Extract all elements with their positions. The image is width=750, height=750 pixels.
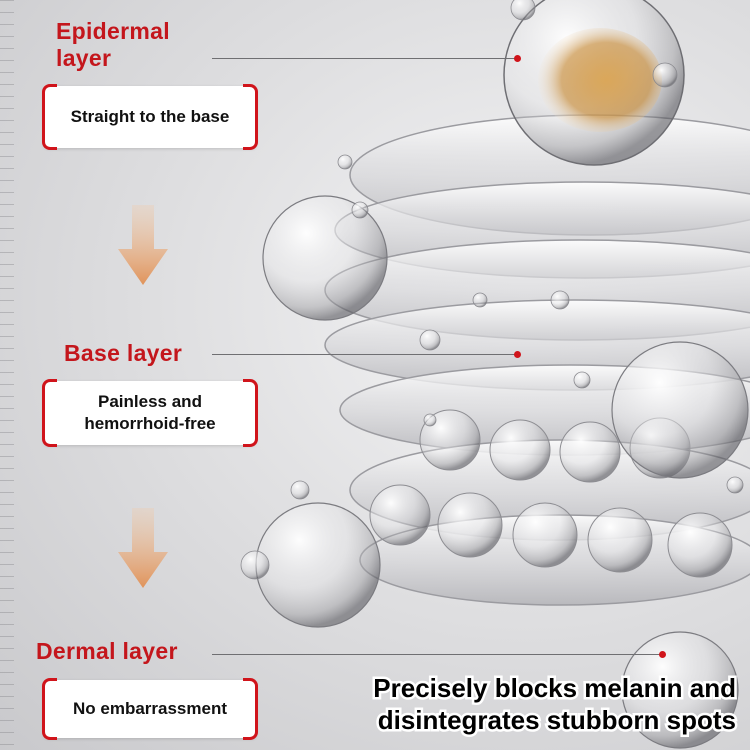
epidermal-layer-title: Epidermal layer	[56, 18, 170, 71]
epidermal-leader-line	[212, 58, 517, 59]
dermal-marker-dot	[659, 651, 666, 658]
down-arrow-icon	[118, 508, 168, 588]
dermal-layer-tag: No embarrassment	[42, 678, 258, 740]
base-layer-tag: Painless and hemorrhoid-free	[42, 379, 258, 447]
epidermal-marker-dot	[514, 55, 521, 62]
benefit-caption: Precisely blocks melanin and disintegrat…	[371, 671, 739, 738]
base-leader-line	[212, 354, 517, 355]
epidermal-layer-tag: Straight to the base	[42, 84, 258, 150]
dermal-leader-line	[212, 654, 662, 655]
dermal-layer-title: Dermal layer	[36, 638, 178, 664]
edge-ruler	[0, 0, 14, 750]
base-marker-dot	[514, 351, 521, 358]
base-layer-title: Base layer	[64, 340, 183, 366]
down-arrow-icon	[118, 205, 168, 285]
